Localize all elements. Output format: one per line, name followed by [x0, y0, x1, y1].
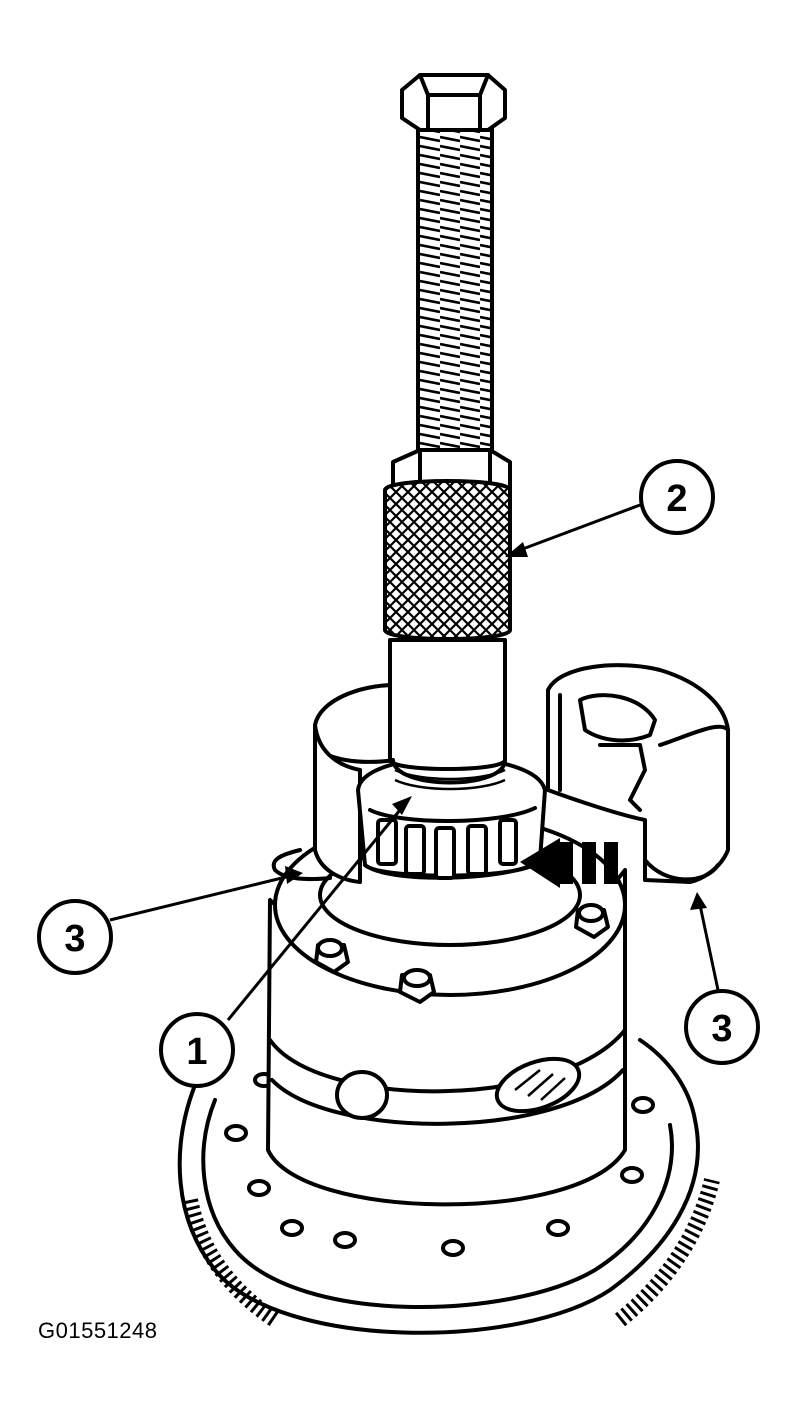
- figure-id: G01551248: [38, 1318, 158, 1343]
- forcing-screw: [400, 73, 507, 482]
- bolt-head: [400, 73, 507, 132]
- case-window: [494, 1056, 582, 1114]
- case-hole: [335, 1070, 389, 1120]
- push-direction-arrow[interactable]: [520, 838, 618, 888]
- callout-3-left: 3: [37, 899, 113, 975]
- callout-3-left-label: 3: [64, 918, 85, 960]
- callout-3-right-label: 3: [711, 1008, 732, 1050]
- split-collet-right: [546, 663, 730, 884]
- callout-2: 2: [639, 459, 715, 535]
- callout-3-right: 3: [684, 989, 760, 1065]
- puller-sleeve: [383, 448, 512, 791]
- callout-1: 1: [159, 1012, 235, 1088]
- ring-gear: [177, 1038, 720, 1335]
- bearing: [356, 756, 547, 880]
- callout-2-label: 2: [666, 478, 687, 520]
- case-bolts: [314, 903, 610, 1004]
- knurled-grip: [383, 479, 512, 641]
- callout-1-label: 1: [186, 1031, 207, 1073]
- leader-lines: [109, 503, 720, 1021]
